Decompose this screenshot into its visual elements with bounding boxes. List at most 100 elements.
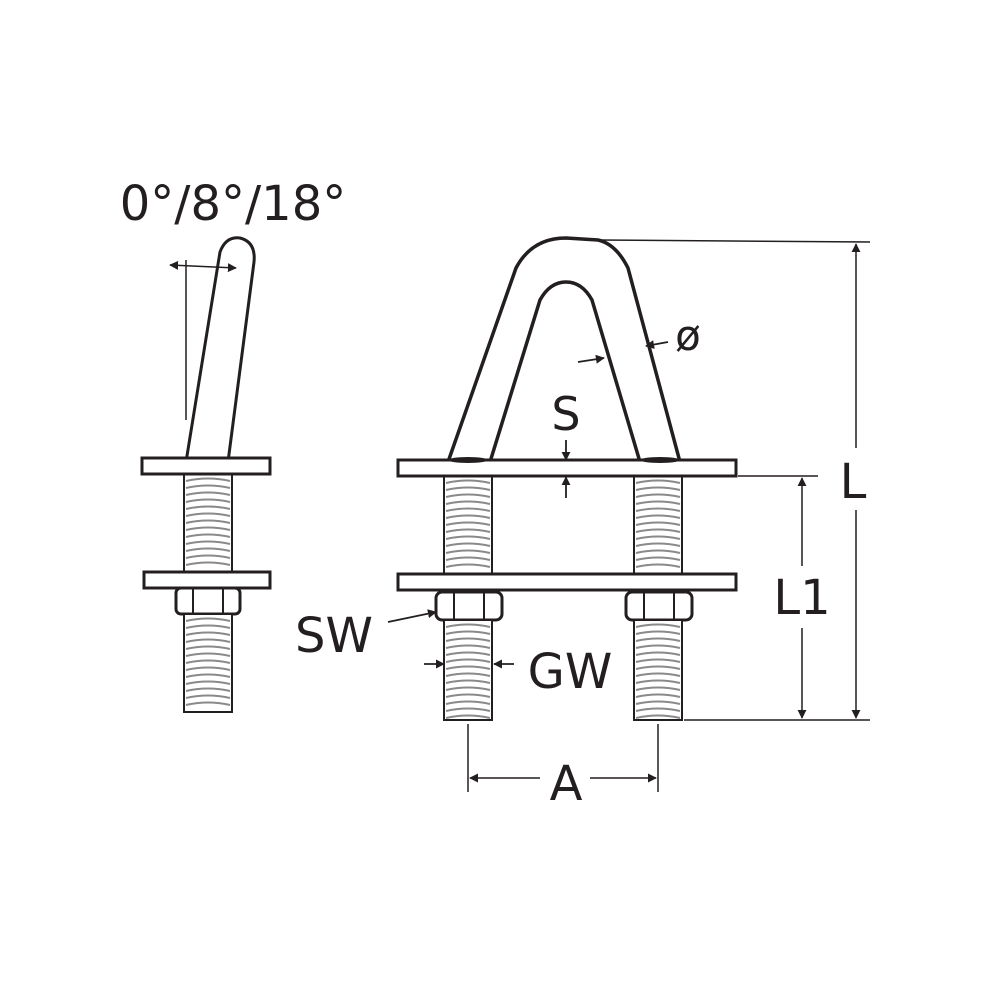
thread-line: [445, 679, 491, 684]
thread-line: [445, 563, 491, 568]
thread-line: [635, 693, 681, 698]
diameter-arrow-outer: [645, 340, 669, 349]
top-plate-weld: [448, 457, 488, 463]
thread-line: [185, 547, 231, 552]
thread-line: [635, 521, 681, 526]
thread-line: [445, 672, 491, 677]
thread-line: [185, 645, 231, 650]
thread-line: [185, 540, 231, 545]
l-extension-top: [597, 239, 871, 243]
side-view-upper-thread-lines: [185, 477, 231, 566]
thread-line: [635, 679, 681, 684]
sw-leader: [387, 609, 437, 623]
thread-line: [185, 477, 231, 482]
thread-line: [185, 694, 231, 699]
thread-line: [635, 563, 681, 568]
thread-line: [445, 700, 491, 705]
thread-line: [445, 500, 491, 505]
thread-line: [635, 665, 681, 670]
top-plate-weld: [640, 457, 680, 463]
front-view: [396, 236, 738, 721]
thread-line: [635, 528, 681, 533]
thread-line: [445, 521, 491, 526]
thread-line: [185, 673, 231, 678]
thread-line: [185, 519, 231, 524]
right-upper-thread-lines: [635, 479, 681, 568]
a-label-gap: [540, 752, 590, 808]
thread-line: [635, 651, 681, 656]
side-view-lower-thread-lines: [185, 617, 231, 706]
thread-line: [635, 686, 681, 691]
thread-line: [185, 512, 231, 517]
thread-line: [185, 659, 231, 664]
right-lower-thread: [633, 619, 683, 721]
thread-line: [445, 542, 491, 547]
right-nut: [624, 590, 694, 622]
thread-line: [445, 714, 491, 719]
thread-line: [635, 630, 681, 635]
u-bend-outer: [446, 236, 682, 463]
thread-line: [185, 561, 231, 566]
thread-line: [445, 637, 491, 642]
thread-line: [185, 554, 231, 559]
thread-line: [635, 486, 681, 491]
top-plate: [396, 458, 738, 478]
thread-line: [185, 484, 231, 489]
thread-line: [635, 507, 681, 512]
thread-line: [445, 693, 491, 698]
thread-line: [635, 493, 681, 498]
thread-line: [185, 533, 231, 538]
thread-line: [445, 486, 491, 491]
thread-line: [445, 644, 491, 649]
a-label: A: [550, 756, 583, 812]
thread-line: [185, 491, 231, 496]
side-view-upper-thread: [183, 473, 233, 575]
thread-line: [635, 623, 681, 628]
angle-reference-horizontal: [169, 260, 237, 273]
diameter-arrow-inner: [577, 354, 605, 364]
thread-line: [635, 542, 681, 547]
thread-line: [445, 528, 491, 533]
thread-line: [635, 514, 681, 519]
diameter-label: ø: [675, 311, 701, 360]
side-view-lower-plate: [142, 570, 272, 590]
thread-line: [185, 526, 231, 531]
thread-line: [445, 556, 491, 561]
thread-line: [635, 479, 681, 484]
thread-line: [635, 500, 681, 505]
thread-line: [445, 493, 491, 498]
thread-line: [635, 658, 681, 663]
side-view-lower-thread: [183, 613, 233, 713]
thread-line: [185, 701, 231, 706]
dimensions: ø S L L1 SW GW A: [295, 239, 874, 812]
thread-line: [635, 556, 681, 561]
s-label: S: [551, 387, 580, 441]
thread-line: [185, 638, 231, 643]
thread-line: [185, 652, 231, 657]
thread-line: [185, 666, 231, 671]
thread-line: [185, 631, 231, 636]
sw-label: SW: [295, 608, 373, 664]
left-nut: [434, 590, 504, 622]
bottom-plate: [396, 572, 738, 592]
thread-line: [445, 479, 491, 484]
l1-label: L1: [773, 570, 830, 626]
side-view-upper-plate: [140, 456, 272, 476]
left-upper-thread-lines: [445, 479, 491, 568]
thread-line: [635, 700, 681, 705]
thread-line: [445, 665, 491, 670]
gw-label: GW: [528, 644, 613, 700]
l-label-gap: [838, 448, 874, 510]
thread-line: [635, 535, 681, 540]
side-view-nut: [174, 586, 242, 616]
thread-line: [445, 507, 491, 512]
left-lower-thread: [443, 619, 493, 721]
thread-line: [635, 637, 681, 642]
thread-line: [635, 549, 681, 554]
thread-line: [445, 535, 491, 540]
thread-line: [445, 630, 491, 635]
thread-line: [635, 707, 681, 712]
thread-line: [445, 658, 491, 663]
thread-line: [185, 624, 231, 629]
side-view: 0°/8°/18°: [120, 176, 346, 713]
